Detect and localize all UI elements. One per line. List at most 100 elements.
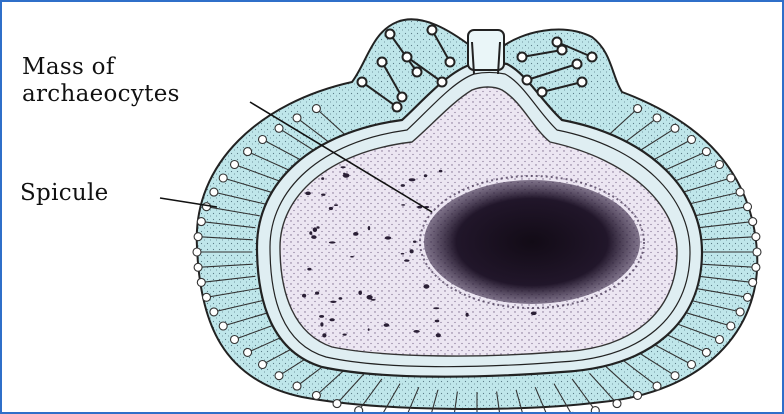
cell-column-end [333, 400, 341, 408]
cavity-particle [329, 241, 336, 243]
cell-column-end [749, 278, 757, 286]
cell-column-end [197, 278, 205, 286]
spicule-end [518, 53, 527, 62]
cavity-particle [315, 292, 319, 295]
cavity-particle [339, 297, 343, 300]
cavity-particle [353, 232, 358, 236]
cell-column-end [312, 105, 320, 113]
cavity-particle [439, 170, 443, 173]
cell-column-end [634, 391, 642, 399]
cell-column-end [671, 372, 679, 380]
cell-column-end [275, 372, 283, 380]
cell-column-end [727, 322, 735, 330]
cell-column-end [744, 293, 752, 301]
spicule-end [588, 53, 597, 62]
cell-column-end [231, 336, 239, 344]
cavity-particle [384, 323, 390, 327]
cavity-particle [413, 330, 419, 333]
cavity-particle [409, 178, 416, 181]
cavity-particle [401, 204, 405, 206]
cell-column-end [591, 407, 599, 412]
cell-column-end [275, 124, 283, 132]
cell-column-end [193, 248, 201, 256]
cavity-particle [343, 173, 345, 175]
spicule-end [446, 58, 455, 67]
cell-column-end [702, 348, 710, 356]
cavity-particle [433, 307, 439, 309]
cavity-particle [436, 333, 441, 337]
cavity-particle [466, 313, 469, 317]
cell-column-end [688, 136, 696, 144]
cavity-particle [311, 235, 316, 239]
cavity-particle [413, 241, 416, 243]
spicule-end [358, 78, 367, 87]
cell-column-end [671, 124, 679, 132]
cell-column-end [716, 336, 724, 344]
cavity-particle [307, 268, 311, 271]
cell-column-end [203, 293, 211, 301]
cell-column-end [203, 203, 211, 211]
cell-column-end [194, 233, 202, 241]
cavity-particle [309, 231, 312, 235]
cavity-particle [401, 253, 405, 255]
cavity-particle [367, 295, 373, 300]
cell-column-end [702, 148, 710, 156]
cavity-particle [320, 322, 323, 326]
spicule-end [538, 88, 547, 97]
cavity-particle [330, 301, 336, 303]
cavity-particle [329, 318, 334, 321]
cavity-particle [305, 192, 311, 196]
cavity-particle [343, 334, 347, 336]
label-mass-of-archaeocytes: Mass of archaeocytes [22, 54, 180, 108]
cell-column-end [752, 233, 760, 241]
cell-column-end [753, 248, 761, 256]
cavity-particle [350, 256, 354, 258]
cell-column-end [259, 136, 267, 144]
cavity-particle [401, 184, 405, 187]
spicule-end [573, 60, 582, 69]
cell-column-end [219, 322, 227, 330]
spicule-end [393, 103, 402, 112]
micropyle [468, 30, 504, 74]
cell-column-end [197, 218, 205, 226]
cavity-particle [341, 166, 346, 168]
cell-column-end [259, 361, 267, 369]
cell-column-end [653, 114, 661, 122]
cavity-particle [404, 259, 409, 261]
cell-column-end [355, 407, 363, 412]
cell-column-end [688, 361, 696, 369]
cell-column-end [653, 382, 661, 390]
cell-column-end [613, 400, 621, 408]
cell-column-end [210, 188, 218, 196]
cavity-particle [423, 284, 429, 288]
cavity-particle [410, 249, 414, 253]
spicule-end [413, 68, 422, 77]
cell-column-end [736, 188, 744, 196]
cell-column-end [231, 161, 239, 169]
cell-column-end [219, 174, 227, 182]
cell-column-end [312, 391, 320, 399]
cavity-particle [302, 294, 306, 298]
cell-column-end [244, 148, 252, 156]
cavity-particle [424, 174, 427, 177]
label-mass-line1: Mass of [22, 54, 180, 81]
spicule-end [438, 78, 447, 87]
cavity-particle [321, 194, 325, 196]
spicule-end [398, 93, 407, 102]
cell-column-end [716, 161, 724, 169]
spicule-end [553, 38, 562, 47]
cell-column-end [744, 203, 752, 211]
cell-column-end [634, 105, 642, 113]
cavity-particle [358, 291, 362, 295]
cavity-particle [313, 227, 317, 232]
cell-column-end [752, 263, 760, 271]
spicule-end [386, 30, 395, 39]
label-spicule: Spicule [20, 180, 109, 207]
spicule-end [378, 58, 387, 67]
spicule-end [403, 53, 412, 62]
cell-column-end [736, 308, 744, 316]
cell-column-end [194, 263, 202, 271]
cavity-particle [329, 207, 333, 210]
spicule-end [523, 76, 532, 85]
